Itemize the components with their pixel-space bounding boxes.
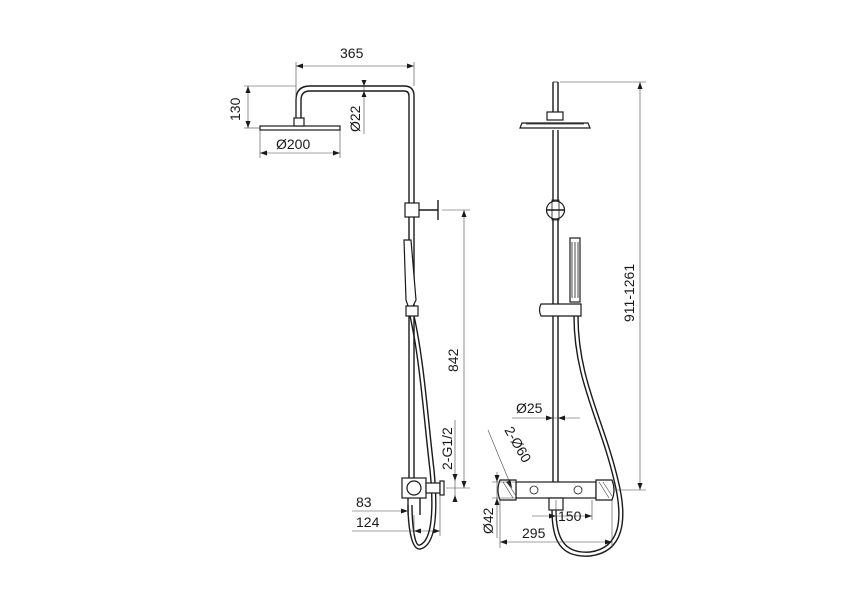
dim-mixer-diameter: Ø42 — [480, 507, 496, 534]
dim-inlet-offset: 124 — [356, 514, 380, 530]
hose-side — [409, 315, 433, 546]
side-view: 365 130 Ø200 Ø22 842 2-G1/2 — [227, 45, 470, 550]
dim-rail-width: 365 — [340, 45, 364, 61]
inlet-connector — [425, 482, 441, 494]
dim-mixer-depth: 150 — [558, 508, 582, 524]
shower-arm — [295, 85, 415, 200]
mixer-bar-front — [515, 481, 597, 499]
slide-bracket — [405, 305, 419, 317]
mixer-handle-left — [497, 479, 517, 501]
diverter-body — [404, 202, 420, 218]
shower-head-front-joint — [546, 111, 564, 121]
dim-overall-height: 911-1261 — [621, 264, 637, 322]
dim-head-diameter: Ø200 — [276, 136, 310, 152]
dim-outlet-offset: 83 — [356, 494, 372, 510]
hose-front — [555, 315, 620, 553]
dim-handle-diameter: 2-Ø60 — [501, 424, 534, 466]
front-view: 911-1261 Ø25 2-Ø60 Ø42 150 295 — [480, 81, 646, 557]
dim-rail-length: 842 — [445, 348, 461, 372]
mixer-handle-side — [406, 480, 422, 496]
dim-arm-diameter: Ø22 — [347, 105, 363, 132]
mixer-handle-right — [595, 479, 615, 501]
dim-inlet-thread: 2-G1/2 — [439, 427, 455, 470]
dim-pipe-diameter: Ø25 — [516, 400, 543, 416]
shower-head-joint — [293, 117, 305, 127]
dim-mixer-width: 295 — [522, 525, 546, 541]
dim-head-height: 130 — [227, 97, 243, 121]
slide-bracket-front — [538, 303, 582, 317]
